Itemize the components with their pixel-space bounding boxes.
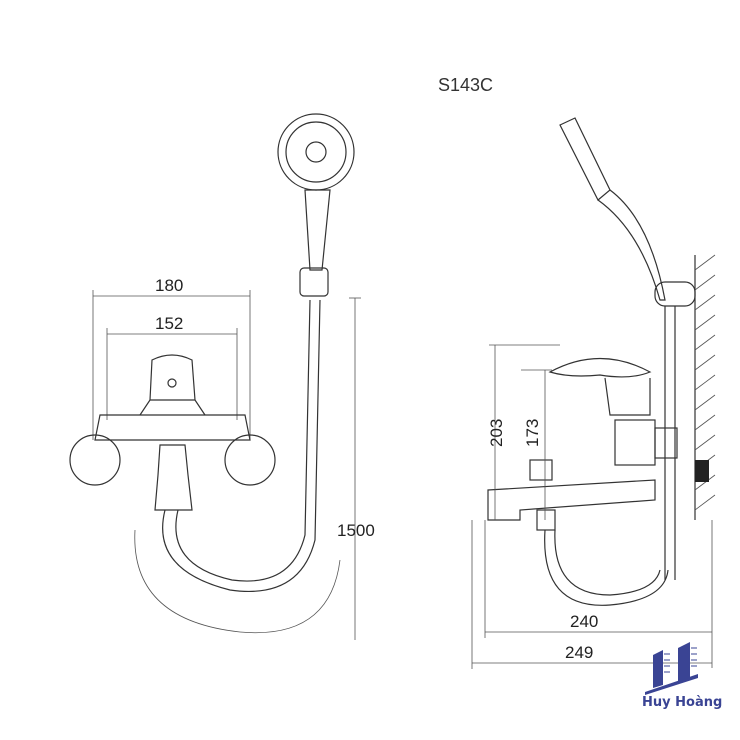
dim-240: 240 — [570, 612, 598, 631]
dim-249: 249 — [565, 643, 593, 662]
front-view: 180 152 1500 — [69, 113, 375, 640]
huy-hoang-logo: Huy Hoàng — [642, 642, 722, 710]
dim-173: 173 — [523, 419, 542, 447]
logo-text: Huy Hoàng — [642, 695, 722, 710]
side-view: 203 173 240 249 — [471, 117, 716, 669]
dim-152: 152 — [155, 314, 183, 333]
dim-203: 203 — [487, 419, 506, 447]
dim-1500: 1500 — [337, 521, 375, 540]
dim-180: 180 — [155, 276, 183, 295]
model-title: S143C — [438, 75, 493, 95]
